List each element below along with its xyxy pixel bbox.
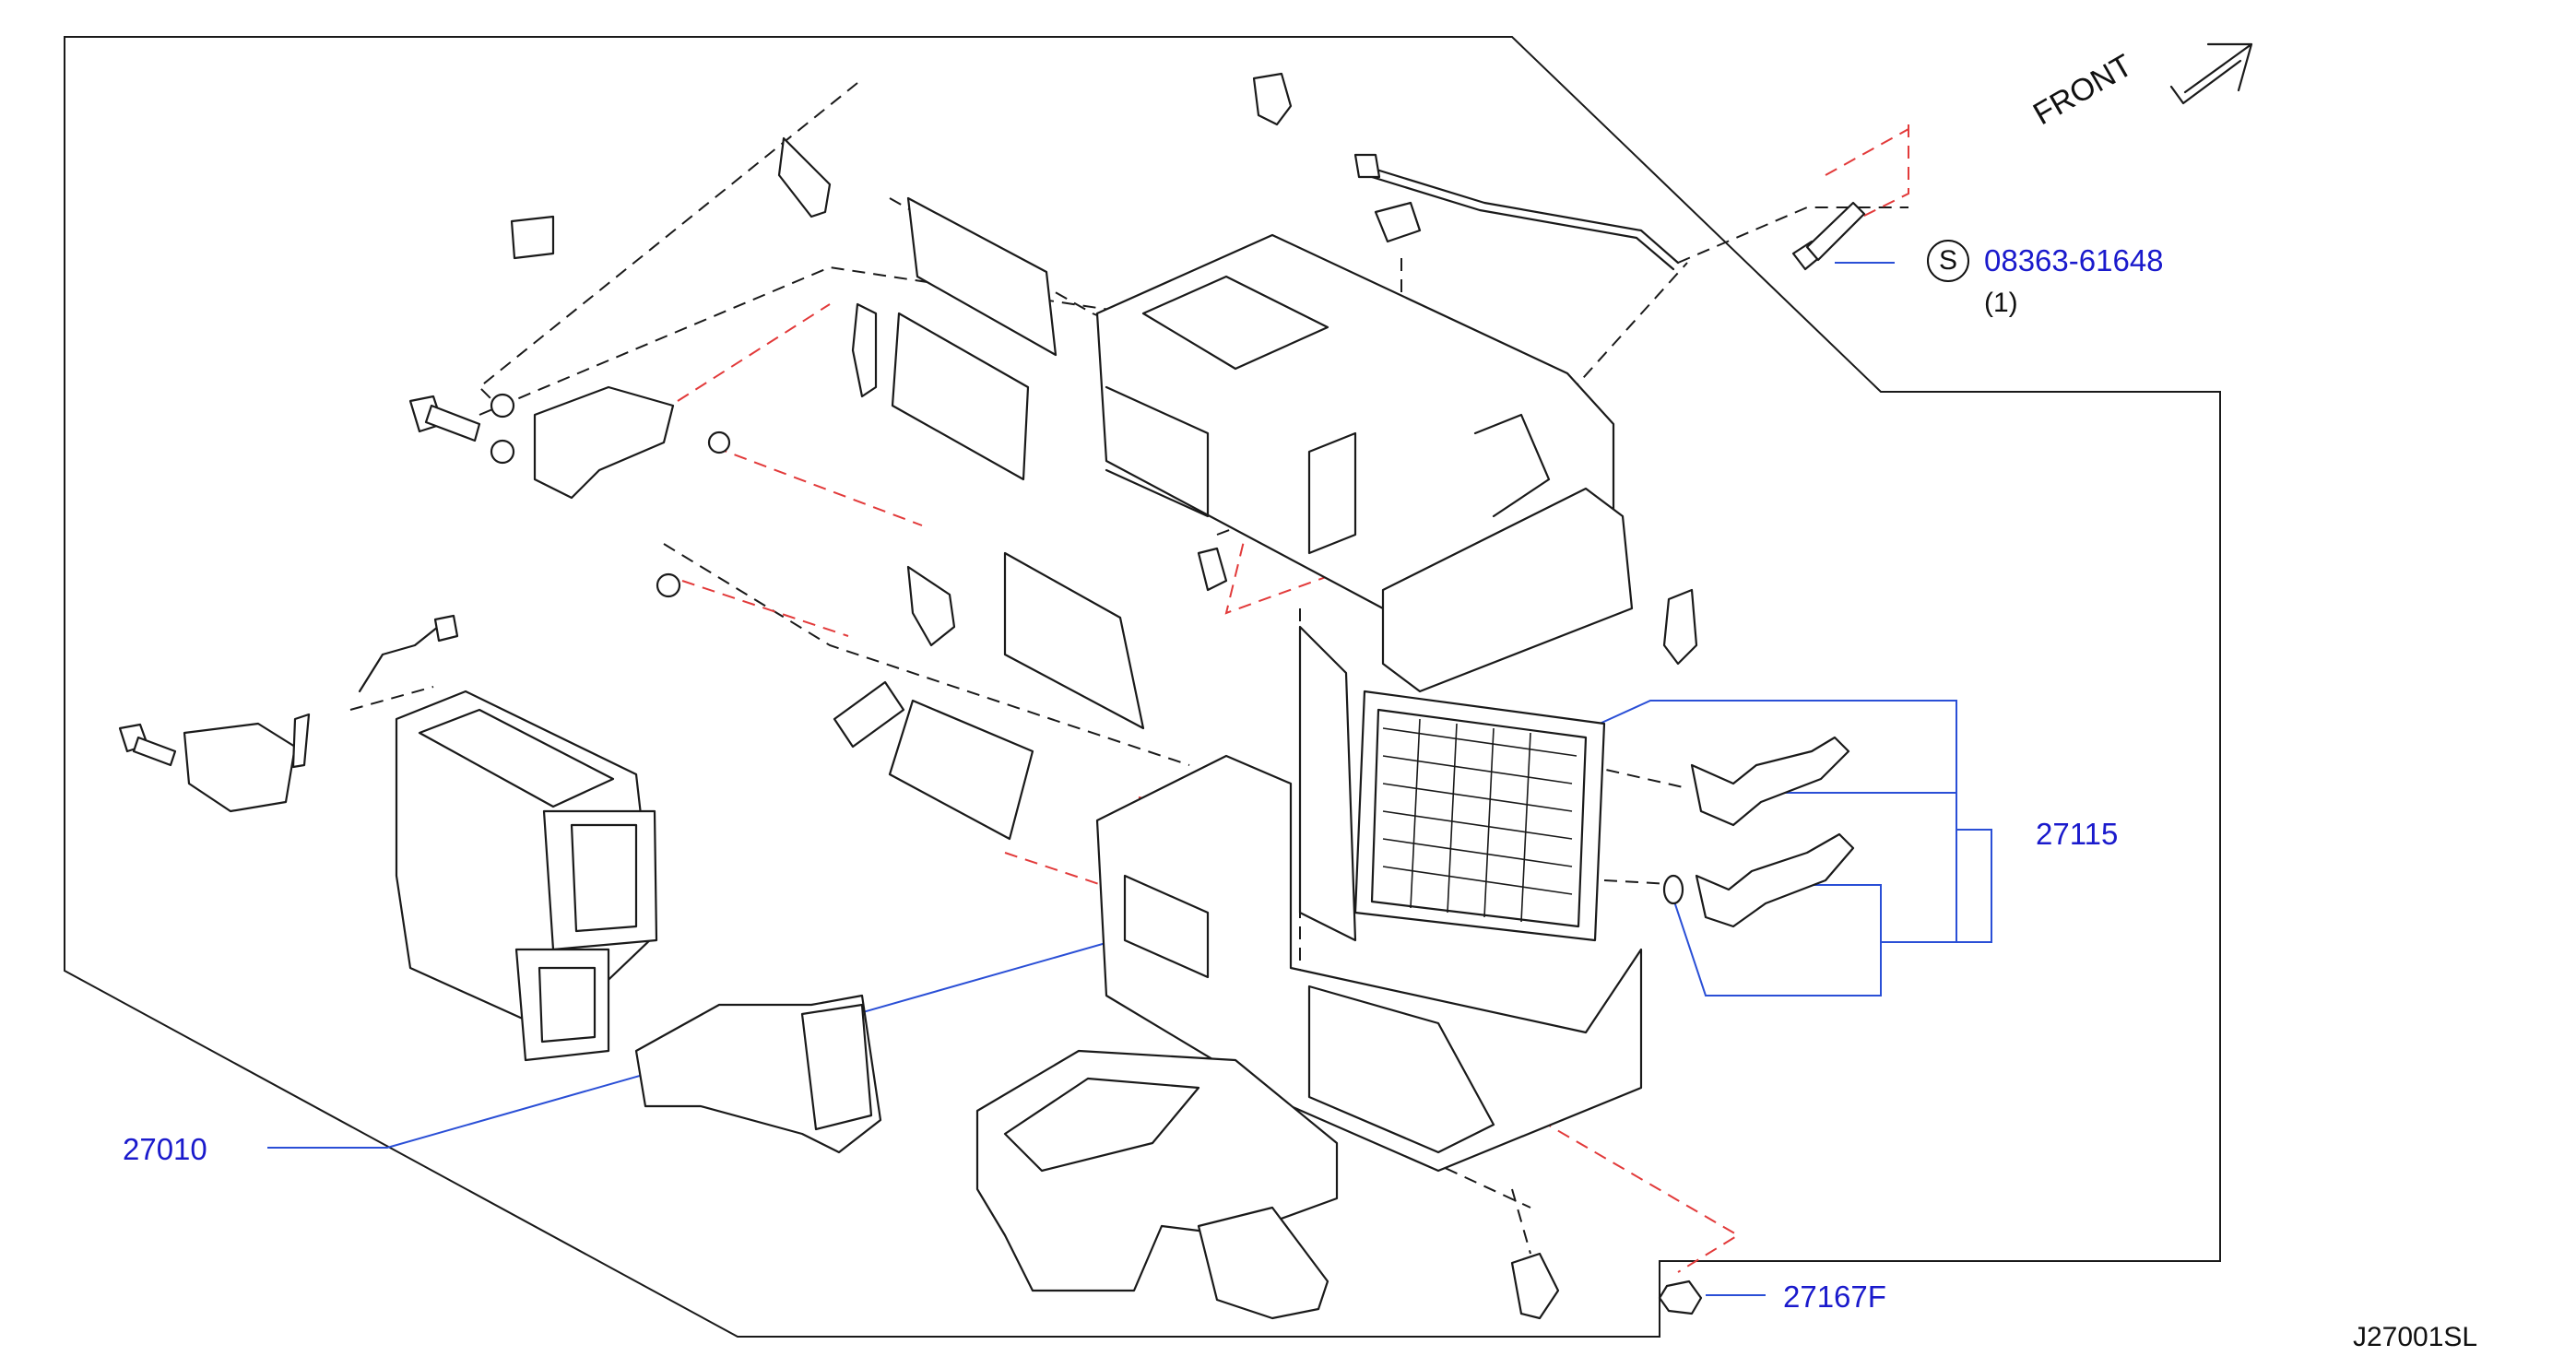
link-arm-left [777, 136, 832, 218]
blend-actuator-upper [1690, 736, 1850, 827]
nut-27167f [1658, 1280, 1703, 1315]
clip-case-left [1197, 547, 1228, 592]
callout-heater-unit-part-no[interactable]: 27010 [123, 1132, 207, 1166]
leader-heater-unit [267, 921, 1181, 1149]
callout-bolt-part-no[interactable]: 08363-61648 [1984, 243, 2164, 277]
blower-housing [395, 690, 658, 1062]
clip-top [1252, 72, 1293, 126]
link-arm-mid [851, 302, 878, 398]
intake-duct [634, 994, 882, 1154]
blend-actuator-lower [1662, 832, 1855, 928]
evaporator-core [1353, 690, 1606, 942]
drawing-id: J27001SL [2353, 1322, 2478, 1352]
std-part-symbol: S [1927, 240, 1969, 282]
bracket-small [510, 215, 555, 260]
callout-blend-actuator-part-no[interactable]: 27115 [2036, 817, 2119, 851]
clip-lower-right [1510, 1252, 1560, 1320]
bolt-08363 [1791, 201, 1866, 271]
front-arrow-icon [2169, 42, 2253, 105]
frame-outline [64, 36, 2221, 1338]
actuator-left [118, 713, 311, 813]
clip-right [1662, 588, 1698, 666]
callout-nut-part-no[interactable]: 27167F [1783, 1280, 1886, 1314]
callout-bolt-qty: (1) [1984, 288, 2018, 318]
lower-tray [975, 1049, 1339, 1320]
mount-plate [408, 385, 731, 598]
upper-case [1095, 233, 1634, 693]
wire-cable [1353, 153, 1680, 271]
door-flaps [833, 196, 1145, 841]
leader-blend-actuator [1599, 700, 1992, 997]
rod-left [358, 614, 459, 693]
